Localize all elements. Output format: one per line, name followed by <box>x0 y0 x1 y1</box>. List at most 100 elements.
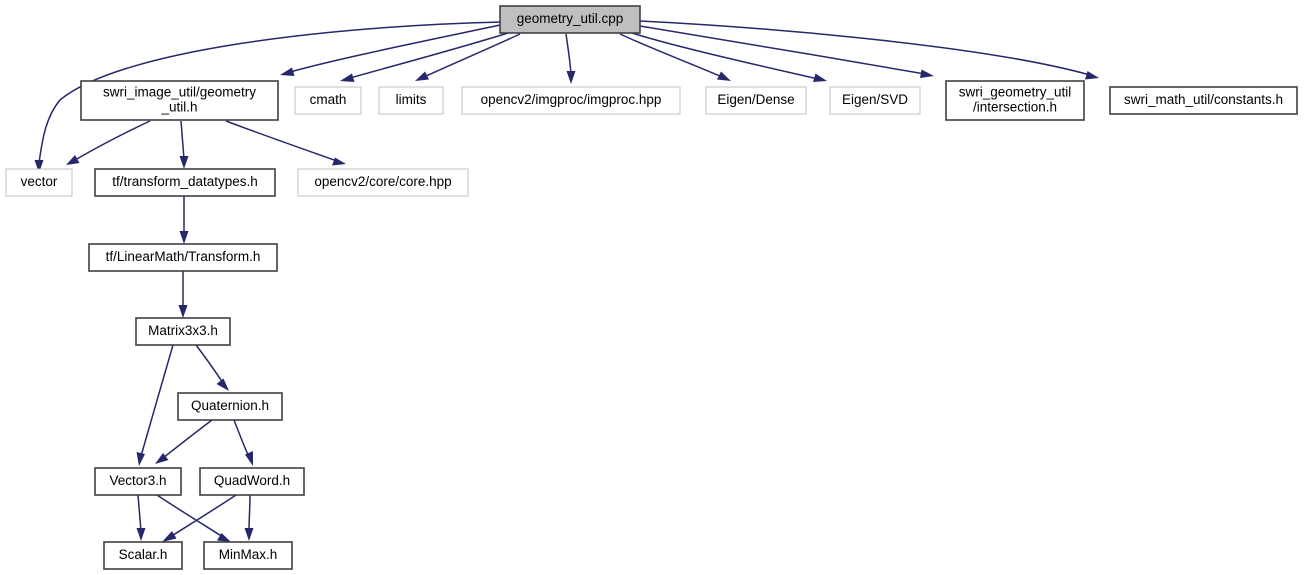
node-label: opencv2/core/core.hpp <box>314 174 451 189</box>
node-box[interactable] <box>297 168 469 197</box>
graph-edge-swri_image_util_geometry_util_h-to-vector <box>66 120 151 165</box>
graph-edge-geometry_util_cpp-to-eigen_dense <box>619 33 731 81</box>
edge-line <box>639 25 926 75</box>
node-box[interactable] <box>88 243 278 272</box>
node-box[interactable] <box>203 541 293 570</box>
graph-edge-swri_image_util_geometry_util_h-to-tf_transform_datatypes_h <box>179 120 189 169</box>
graph-node-geometry_util_cpp[interactable]: geometry_util.cpp <box>499 5 641 34</box>
node-box[interactable] <box>829 86 921 115</box>
arrowhead-icon <box>332 157 346 166</box>
edge-line <box>423 33 521 78</box>
graph-node-quadword_h[interactable]: QuadWord.h <box>199 467 305 496</box>
graph-node-eigen_svd[interactable]: Eigen/SVD <box>829 86 921 115</box>
graph-node-swri_geometry_util_intersection_h[interactable]: swri_geometry_util/intersection.h <box>945 80 1085 121</box>
edge-line <box>631 32 819 80</box>
node-label: vector <box>21 174 58 189</box>
node-box[interactable] <box>94 168 276 197</box>
edge-line <box>349 32 509 79</box>
arrowhead-icon <box>178 305 188 318</box>
graph-edge-quadword_h-to-scalar_h <box>162 494 237 542</box>
node-label: tf/transform_datatypes.h <box>112 174 258 189</box>
graph-edge-tf_linearmath_transform_h-to-matrix3x3_h <box>178 271 188 318</box>
arrowhead-icon <box>717 71 731 81</box>
edge-line <box>565 33 572 75</box>
node-label: swri_geometry_util <box>959 85 1072 100</box>
arrowhead-icon <box>244 528 254 541</box>
graph-edge-geometry_util_cpp-to-eigen_svd <box>631 32 827 82</box>
edge-line <box>195 344 224 384</box>
node-box[interactable] <box>94 467 182 496</box>
graph-edge-geometry_util_cpp-to-vector <box>34 21 503 173</box>
edge-line <box>180 120 185 160</box>
node-box[interactable] <box>705 86 807 115</box>
edge-line <box>248 494 251 532</box>
graph-node-tf_linearmath_transform_h[interactable]: tf/LinearMath/Transform.h <box>88 243 278 272</box>
graph-edge-geometry_util_cpp-to-swri_geometry_util_intersection_h <box>639 25 934 78</box>
node-box[interactable] <box>177 392 283 421</box>
node-label: Eigen/SVD <box>842 92 908 107</box>
arrowhead-icon <box>245 451 253 466</box>
graph-node-opencv2_imgproc_imgproc_hpp[interactable]: opencv2/imgproc/imgproc.hpp <box>461 86 681 115</box>
graph-node-swri_math_util_constants_h[interactable]: swri_math_util/constants.h <box>1109 86 1298 115</box>
node-label: swri_image_util/geometry <box>103 85 256 100</box>
node-box[interactable] <box>378 86 444 115</box>
node-label: Quaternion.h <box>191 398 269 413</box>
graph-node-opencv2_core_core_hpp[interactable]: opencv2/core/core.hpp <box>297 168 469 197</box>
graph-edge-geometry_util_cpp-to-cmath <box>340 32 509 82</box>
node-label: QuadWord.h <box>214 473 290 488</box>
arrowhead-icon <box>920 69 934 78</box>
arrowhead-icon <box>813 73 827 82</box>
graph-node-eigen_dense[interactable]: Eigen/Dense <box>705 86 807 115</box>
node-label: Matrix3x3.h <box>148 323 218 338</box>
arrowhead-icon <box>162 531 177 542</box>
graph-edge-tf_transform_datatypes_h-to-tf_linearmath_transform_h <box>179 196 189 244</box>
graph-node-limits[interactable]: limits <box>378 86 444 115</box>
graph-edge-geometry_util_cpp-to-opencv2_imgproc_imgproc_hpp <box>565 33 576 84</box>
arrowhead-icon <box>217 533 231 542</box>
graph-node-scalar_h[interactable]: Scalar.h <box>103 541 183 570</box>
node-box[interactable] <box>461 86 681 115</box>
node-box[interactable] <box>199 467 305 496</box>
graph-node-cmath[interactable]: cmath <box>294 86 362 115</box>
arrowhead-icon <box>66 155 80 165</box>
arrowhead-icon <box>340 73 355 82</box>
edge-line <box>619 33 723 78</box>
graph-edge-geometry_util_cpp-to-swri_math_util_constants_h <box>639 20 1099 80</box>
edge-line <box>233 419 250 458</box>
arrowhead-icon <box>216 378 229 391</box>
node-label: Vector3.h <box>109 473 166 488</box>
edge-line <box>74 120 151 161</box>
node-box[interactable] <box>294 86 362 115</box>
graph-node-vector[interactable]: vector <box>5 168 73 197</box>
graph-node-vector3_h[interactable]: Vector3.h <box>94 467 182 496</box>
graph-node-matrix3x3_h[interactable]: Matrix3x3.h <box>135 317 231 346</box>
edge-line <box>137 494 142 532</box>
node-box[interactable] <box>5 168 73 197</box>
graph-node-quaternion_h[interactable]: Quaternion.h <box>177 392 283 421</box>
edge-line <box>140 344 174 457</box>
graph-node-swri_image_util_geometry_util_h[interactable]: swri_image_util/geometry_util.h <box>80 80 279 121</box>
edge-line <box>225 120 338 162</box>
node-box[interactable] <box>499 5 641 34</box>
node-box[interactable] <box>103 541 183 570</box>
node-label: opencv2/imgproc/imgproc.hpp <box>481 92 662 107</box>
node-box[interactable] <box>135 317 231 346</box>
graph-edge-geometry_util_cpp-to-limits <box>415 33 521 81</box>
graph-edge-quaternion_h-to-vector3_h <box>155 419 213 464</box>
graph-node-minmax_h[interactable]: MinMax.h <box>203 541 293 570</box>
graph-edge-matrix3x3_h-to-vector3_h <box>136 344 174 466</box>
node-box[interactable] <box>80 80 279 121</box>
node-label: MinMax.h <box>219 547 278 562</box>
arrowhead-icon <box>155 453 169 464</box>
graph-node-tf_transform_datatypes_h[interactable]: tf/transform_datatypes.h <box>94 168 276 197</box>
edge-line <box>38 21 503 164</box>
graph-edge-swri_image_util_geometry_util_h-to-opencv2_core_core_hpp <box>225 120 346 166</box>
arrowhead-icon <box>280 67 295 76</box>
node-label: swri_math_util/constants.h <box>1124 92 1283 107</box>
node-box[interactable] <box>945 80 1085 121</box>
arrowhead-icon <box>415 71 429 81</box>
node-box[interactable] <box>1109 86 1298 115</box>
edge-line <box>289 24 501 73</box>
